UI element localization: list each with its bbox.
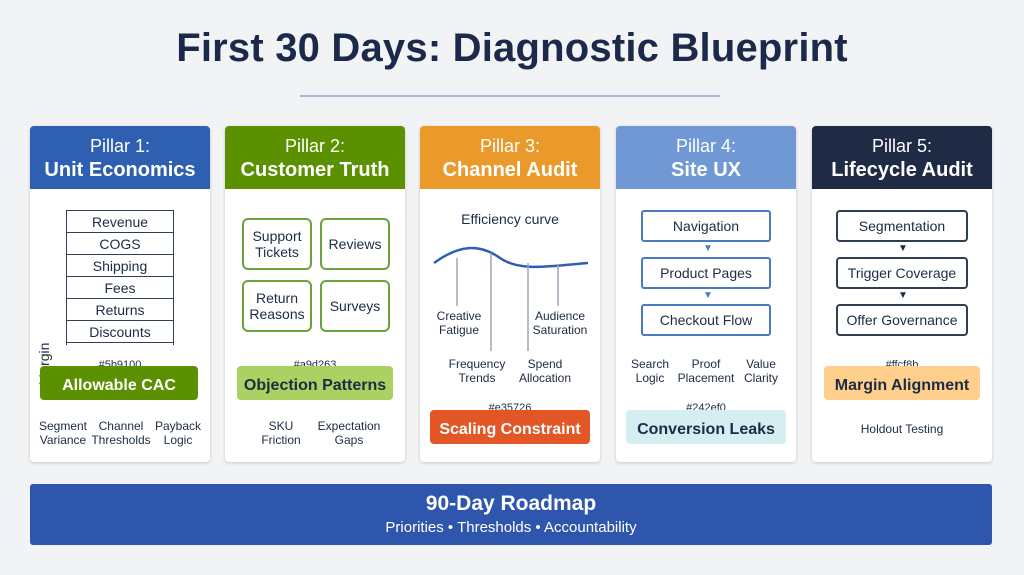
pillar-2-label: Pillar 2: — [284, 136, 346, 156]
objection-patterns-badge: Objection Patterns — [237, 366, 393, 400]
footer-note: Proof Placement — [677, 357, 735, 385]
roadmap-banner: 90-Day Roadmap Priorities • Thresholds •… — [30, 484, 992, 545]
efficiency-curve-label: Efficiency curve — [461, 211, 559, 227]
pillar-2-header: Pillar 2: Customer Truth — [225, 126, 405, 189]
page-title: First 30 Days: Diagnostic Blueprint — [176, 26, 848, 70]
pillar-4-header: Pillar 4: Site UX — [616, 126, 796, 189]
roadmap-subtitle: Priorities • Thresholds • Accountability — [385, 519, 637, 536]
pillar-2-name: Customer Truth — [240, 159, 390, 181]
frequency-trends-note: Frequency Trends — [448, 357, 506, 385]
arrow-down-icon: ▼ — [898, 243, 908, 254]
pillar-3-name: Channel Audit — [442, 159, 578, 181]
pillar-4-label: Pillar 4: — [675, 136, 737, 156]
footer-note: Holdout Testing — [860, 422, 944, 436]
stack-row: Returns — [67, 299, 173, 321]
footer-note: Payback Logic — [154, 419, 202, 447]
trigger-coverage-step: Trigger Coverage — [836, 257, 968, 289]
pillar-1-header: Pillar 1: Unit Economics — [30, 126, 210, 189]
footer-note: Search Logic — [630, 357, 670, 385]
pillar-3-label: Pillar 3: — [479, 136, 541, 156]
checkout-flow-step: Checkout Flow — [641, 304, 771, 336]
title-divider — [300, 95, 720, 97]
pillar-1-name: Unit Economics — [44, 159, 196, 181]
audience-saturation-note: Audience Saturation — [532, 309, 588, 337]
pillar-5-label: Pillar 5: — [871, 136, 933, 156]
return-reasons-box: Return Reasons — [242, 280, 312, 332]
footer-note: Expectation Gaps — [317, 419, 381, 447]
stack-row: Shipping — [67, 255, 173, 277]
pillar-1-card: Pillar 1: Unit Economics Margin Revenue … — [30, 126, 210, 462]
surveys-box: Surveys — [320, 280, 390, 332]
footer-note: SKU Friction — [261, 419, 301, 447]
pillar-4-card: Pillar 4: Site UX Navigation ▼ Product P… — [616, 126, 796, 462]
pillar-5-card: Pillar 5: Lifecycle Audit Segmentation ▼… — [812, 126, 992, 462]
footer-note: Value Clarity — [743, 357, 778, 385]
pillar-1-label: Pillar 1: — [89, 136, 151, 156]
spend-allocation-note: Spend Allocation — [518, 357, 572, 385]
footer-note: Segment Variance — [38, 419, 88, 447]
conversion-leaks-badge: Conversion Leaks — [626, 410, 786, 444]
pillar-4-name: Site UX — [670, 159, 742, 181]
arrow-down-icon: ▼ — [898, 290, 908, 301]
product-pages-step: Product Pages — [641, 257, 771, 289]
arrow-down-icon: ▼ — [703, 290, 713, 301]
reviews-box: Reviews — [320, 218, 390, 270]
navigation-step: Navigation — [641, 210, 771, 242]
margin-alignment-badge: Margin Alignment — [824, 366, 980, 400]
stack-row: COGS — [67, 233, 173, 255]
pillar-5-header: Pillar 5: Lifecycle Audit — [812, 126, 992, 189]
footer-note: Channel Thresholds — [91, 419, 151, 447]
arrow-down-icon: ▼ — [703, 243, 713, 254]
offer-governance-step: Offer Governance — [836, 304, 968, 336]
stack-row: Revenue — [67, 211, 173, 233]
scaling-constraint-badge: Scaling Constraint — [430, 410, 590, 444]
pillar-3-card: Pillar 3: Channel Audit Efficiency curve… — [420, 126, 600, 462]
roadmap-title: 90-Day Roadmap — [425, 492, 597, 515]
stack-row: Fees — [67, 277, 173, 299]
pillar-3-header: Pillar 3: Channel Audit — [420, 126, 600, 189]
pillar-5-name: Lifecycle Audit — [831, 159, 973, 181]
creative-fatigue-note: Creative Fatigue — [436, 309, 482, 337]
pillar-2-card: Pillar 2: Customer Truth Support Tickets… — [225, 126, 405, 462]
support-tickets-box: Support Tickets — [242, 218, 312, 270]
efficiency-curve-chart — [433, 246, 589, 351]
allowable-cac-badge: Allowable CAC — [40, 366, 198, 400]
stack-row: Discounts — [67, 321, 173, 343]
margin-stack: Revenue COGS Shipping Fees Returns Disco… — [66, 210, 174, 345]
segmentation-step: Segmentation — [836, 210, 968, 242]
